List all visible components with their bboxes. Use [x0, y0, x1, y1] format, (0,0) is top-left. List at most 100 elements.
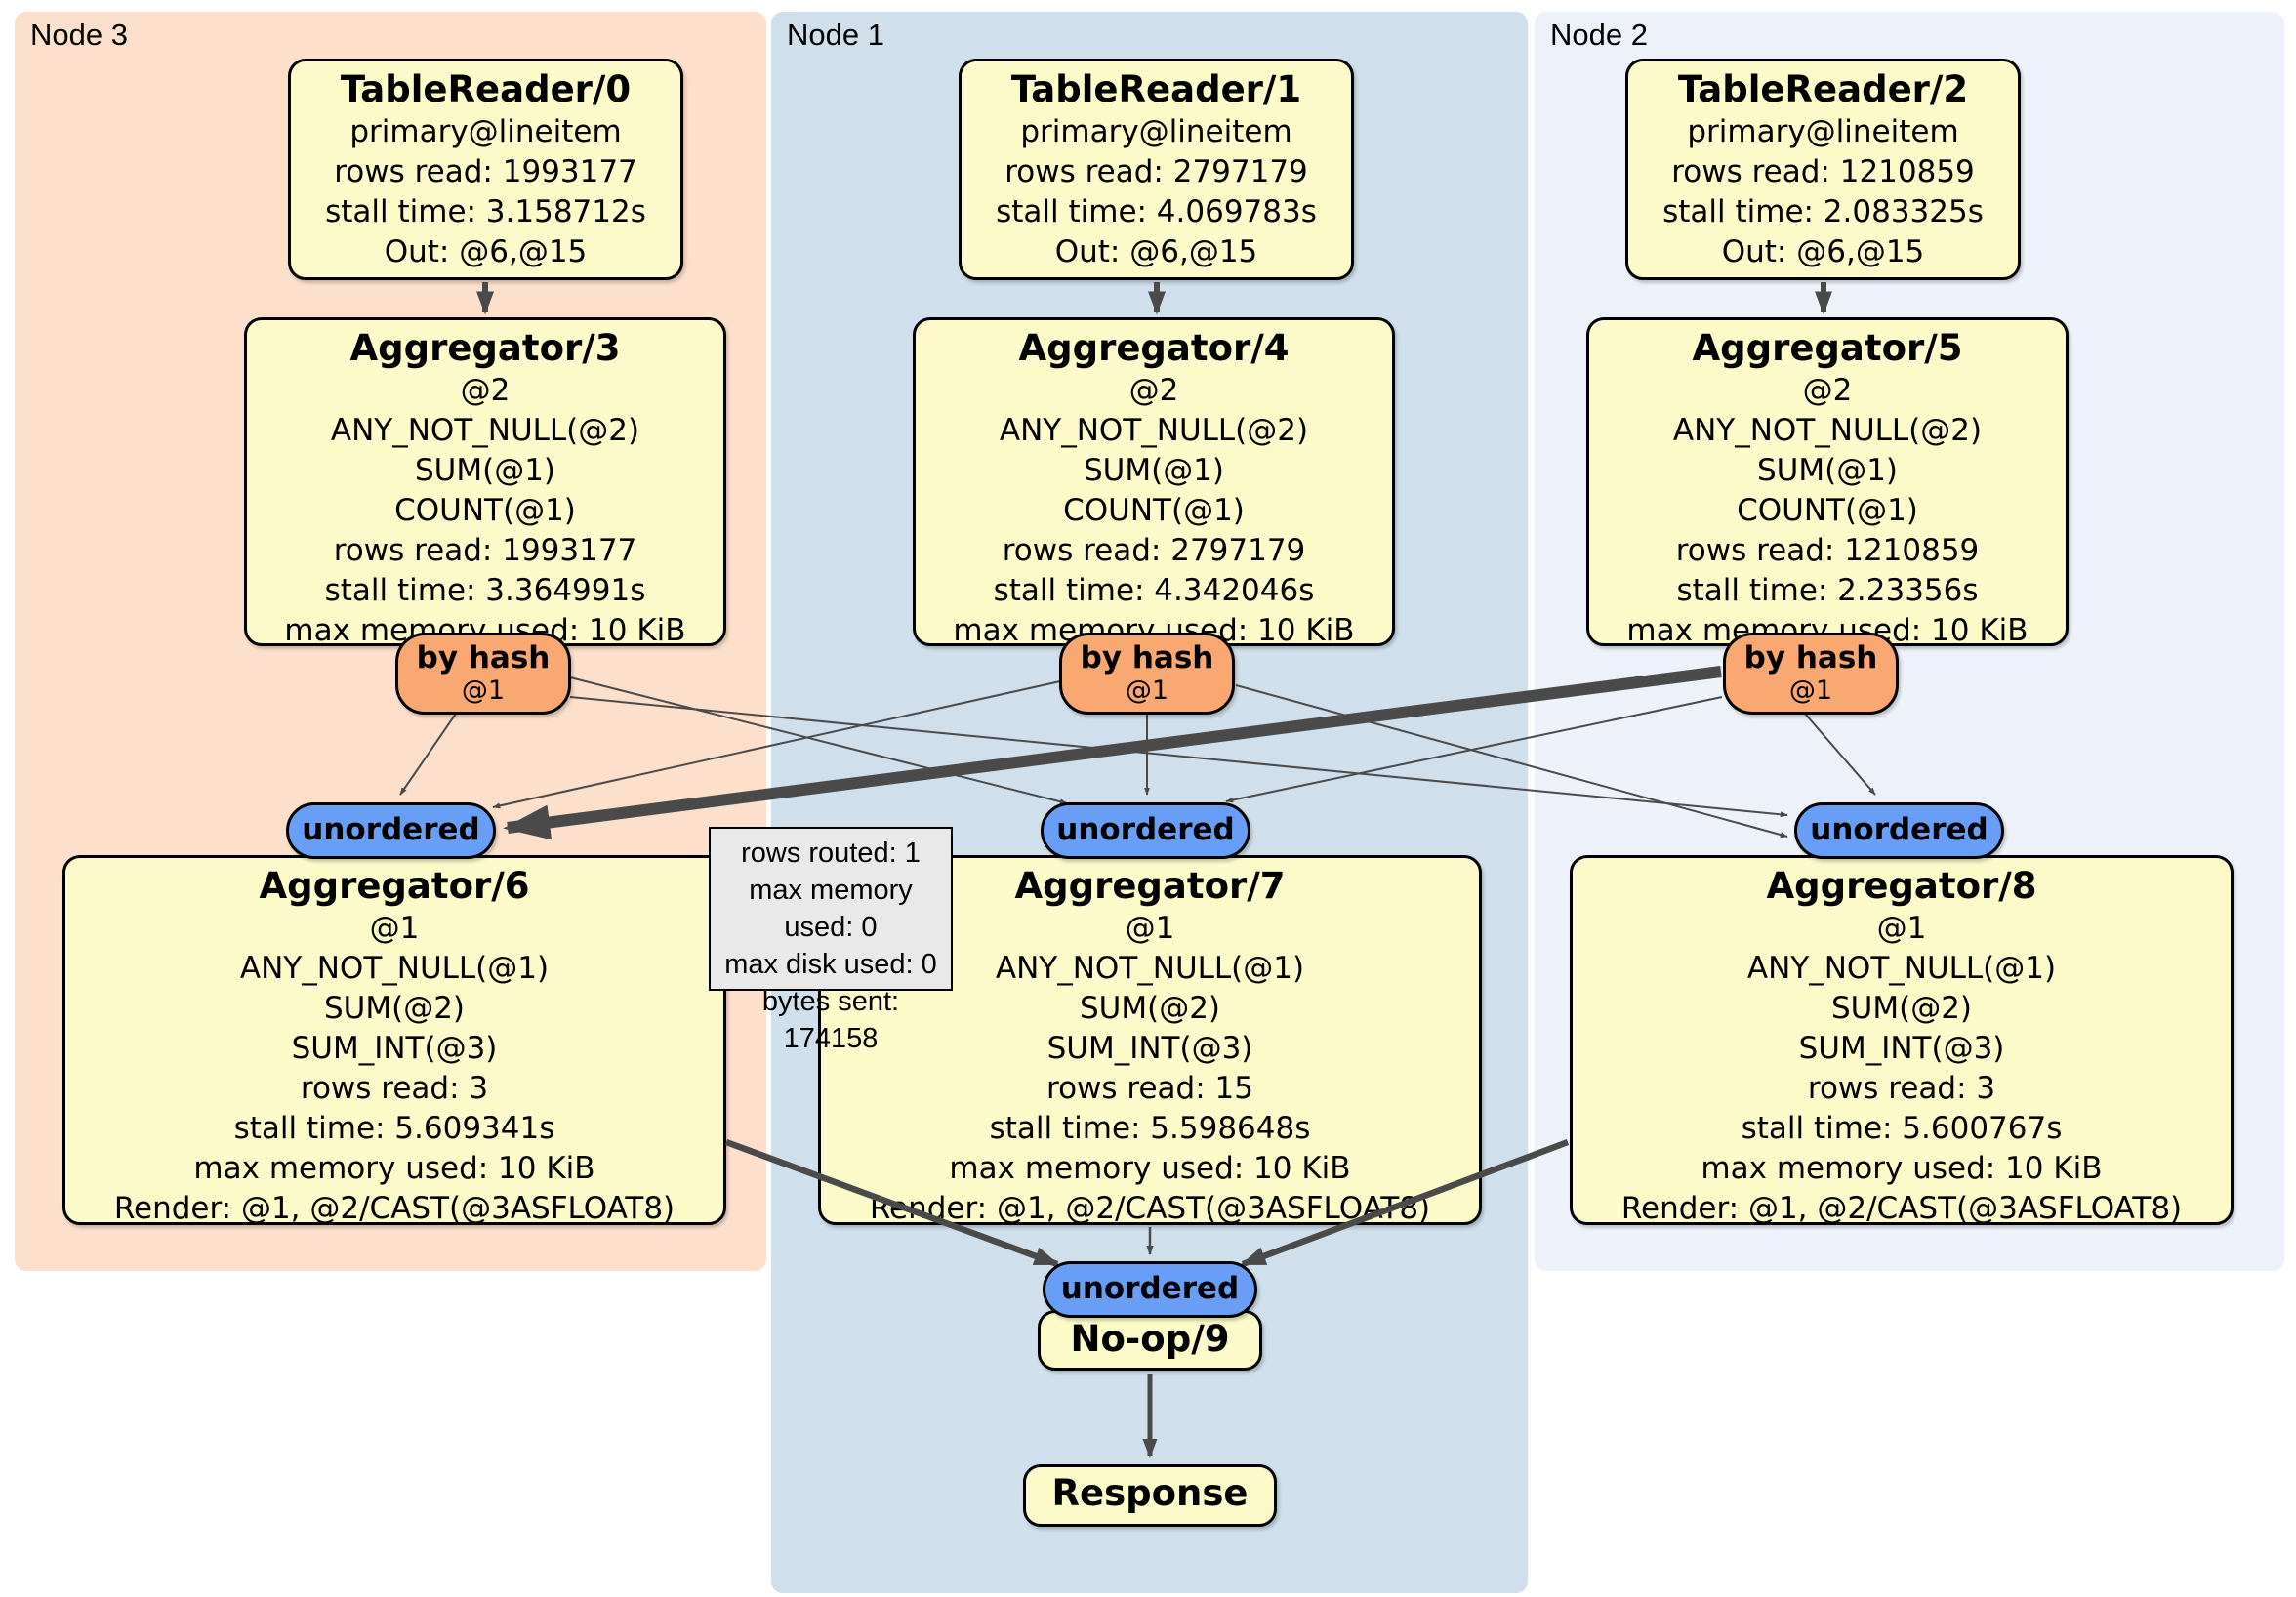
node-title: Aggregator/6 [259, 865, 530, 907]
node-line: primary@lineitem [349, 114, 622, 149]
node-title: Aggregator/7 [1014, 865, 1286, 907]
node-line: Out: @6,@15 [384, 234, 588, 269]
node-line: ANY_NOT_NULL(@1) [239, 951, 550, 986]
stream-stats-tooltip: rows routed: 1 max memory used: 0 max di… [709, 827, 953, 1054]
node-line: SUM(@1) [1756, 453, 1899, 488]
response-node[interactable]: Response [1023, 1464, 1277, 1527]
node-line: max memory used: 10 KiB [193, 1151, 595, 1186]
node-line: primary@lineitem [1687, 114, 1959, 149]
router-key: @1 [1788, 676, 1833, 706]
node-line: ANY_NOT_NULL(@2) [999, 413, 1309, 448]
node-title: Aggregator/5 [1692, 327, 1963, 369]
node-line: SUM_INT(@3) [1046, 1031, 1253, 1066]
node-line: @2 [1128, 373, 1179, 408]
node-line: stall time: 5.600767s [1741, 1111, 2063, 1146]
hash-router-node1[interactable]: by hash @1 [1059, 633, 1235, 715]
node-line: COUNT(@1) [394, 493, 576, 528]
node-line: rows read: 1210859 [1671, 154, 1975, 189]
node-line: rows read: 1210859 [1675, 533, 1980, 568]
tooltip-line: max disk used: 0 [724, 949, 937, 980]
router-label: by hash [416, 640, 551, 676]
node-line: @1 [369, 911, 420, 946]
node-line: rows read: 2797179 [1002, 533, 1306, 568]
router-label: unordered [1060, 1271, 1240, 1306]
tooltip-line: max memory used: 0 [749, 875, 913, 943]
node-line: @1 [1125, 911, 1175, 946]
node3-label: Node 3 [30, 18, 128, 52]
tooltip-line: bytes sent: 174158 [761, 986, 900, 1054]
router-key: @1 [461, 676, 506, 706]
tablereader-2-node[interactable]: TableReader/2 primary@lineitem rows read… [1625, 59, 2021, 280]
node1-label: Node 1 [787, 18, 884, 52]
tablereader-1-node[interactable]: TableReader/1 primary@lineitem rows read… [959, 59, 1354, 280]
node-line: SUM(@2) [323, 991, 466, 1026]
tablereader-0-node[interactable]: TableReader/0 primary@lineitem rows read… [288, 59, 683, 280]
node-line: Render: @1, @2/CAST(@3ASFLOAT8) [113, 1191, 676, 1226]
node-line: ANY_NOT_NULL(@1) [1746, 951, 2057, 986]
unordered-sync-node1[interactable]: unordered [1041, 802, 1250, 859]
unordered-sync-node2[interactable]: unordered [1794, 802, 2004, 859]
node-line: Render: @1, @2/CAST(@3ASFLOAT8) [1620, 1191, 2183, 1226]
node-line: rows read: 15 [1046, 1071, 1253, 1106]
node-line: rows read: 3 [300, 1071, 489, 1106]
node-title: Aggregator/3 [349, 327, 621, 369]
node-line: Render: @1, @2/CAST(@3ASFLOAT8) [869, 1191, 1431, 1226]
hash-router-node3[interactable]: by hash @1 [395, 633, 571, 715]
router-key: @1 [1125, 676, 1169, 706]
node-title: TableReader/0 [340, 68, 632, 110]
router-label: unordered [1810, 812, 1988, 847]
node-line: ANY_NOT_NULL(@1) [995, 951, 1305, 986]
node-line: SUM(@2) [1830, 991, 1973, 1026]
node-line: Out: @6,@15 [1054, 234, 1258, 269]
node-line: ANY_NOT_NULL(@2) [1672, 413, 1983, 448]
node-line: @1 [1876, 911, 1927, 946]
node-line: primary@lineitem [1020, 114, 1292, 149]
unordered-sync-node3[interactable]: unordered [286, 802, 496, 859]
aggregator-5-node[interactable]: Aggregator/5 @2 ANY_NOT_NULL(@2) SUM(@1)… [1586, 317, 2069, 648]
node-title: Aggregator/8 [1766, 865, 2037, 907]
node2-label: Node 2 [1550, 18, 1648, 52]
hash-router-node2[interactable]: by hash @1 [1723, 633, 1899, 715]
node-line: SUM_INT(@3) [291, 1031, 498, 1066]
node-line: max memory used: 10 KiB [949, 1151, 1351, 1186]
node-title: Response [1051, 1472, 1249, 1514]
node-line: Out: @6,@15 [1721, 234, 1925, 269]
node-line: SUM_INT(@3) [1798, 1031, 2005, 1066]
node-title: TableReader/1 [1010, 68, 1302, 110]
node-line: COUNT(@1) [1063, 493, 1245, 528]
node-line: stall time: 3.364991s [324, 573, 646, 608]
router-label: unordered [1056, 812, 1235, 847]
node-line: stall time: 4.342046s [993, 573, 1315, 608]
aggregator-3-node[interactable]: Aggregator/3 @2 ANY_NOT_NULL(@2) SUM(@1)… [244, 317, 726, 648]
node-line: stall time: 5.598648s [989, 1111, 1311, 1146]
aggregator-6-node[interactable]: Aggregator/6 @1 ANY_NOT_NULL(@1) SUM(@2)… [62, 855, 726, 1226]
node-line: rows read: 1993177 [333, 533, 637, 568]
node-line: stall time: 5.609341s [233, 1111, 555, 1146]
noop-9-node[interactable]: No-op/9 [1038, 1310, 1262, 1371]
node-line: stall time: 3.158712s [325, 194, 646, 229]
router-label: by hash [1080, 640, 1214, 676]
unordered-sync-final[interactable]: unordered [1043, 1261, 1257, 1318]
node-line: rows read: 3 [1807, 1071, 1996, 1106]
node-line: ANY_NOT_NULL(@2) [330, 413, 640, 448]
node-line: max memory used: 10 KiB [1701, 1151, 2103, 1186]
aggregator-4-node[interactable]: Aggregator/4 @2 ANY_NOT_NULL(@2) SUM(@1)… [913, 317, 1395, 648]
node-line: rows read: 2797179 [1004, 154, 1308, 189]
node-line: @2 [460, 373, 511, 408]
node-title: Aggregator/4 [1018, 327, 1290, 369]
node-line: stall time: 2.23356s [1676, 573, 1979, 608]
router-label: by hash [1743, 640, 1878, 676]
node-line: @2 [1802, 373, 1853, 408]
node-title: TableReader/2 [1677, 68, 1969, 110]
node-line: stall time: 4.069783s [996, 194, 1317, 229]
node-line: stall time: 2.083325s [1662, 194, 1984, 229]
router-label: unordered [302, 812, 480, 847]
node-line: COUNT(@1) [1737, 493, 1918, 528]
node-title: No-op/9 [1070, 1318, 1230, 1360]
aggregator-8-node[interactable]: Aggregator/8 @1 ANY_NOT_NULL(@1) SUM(@2)… [1570, 855, 2234, 1226]
node-line: SUM(@1) [414, 453, 556, 488]
node-line: SUM(@1) [1083, 453, 1225, 488]
node-line: rows read: 1993177 [334, 154, 637, 189]
node-line: SUM(@2) [1079, 991, 1221, 1026]
